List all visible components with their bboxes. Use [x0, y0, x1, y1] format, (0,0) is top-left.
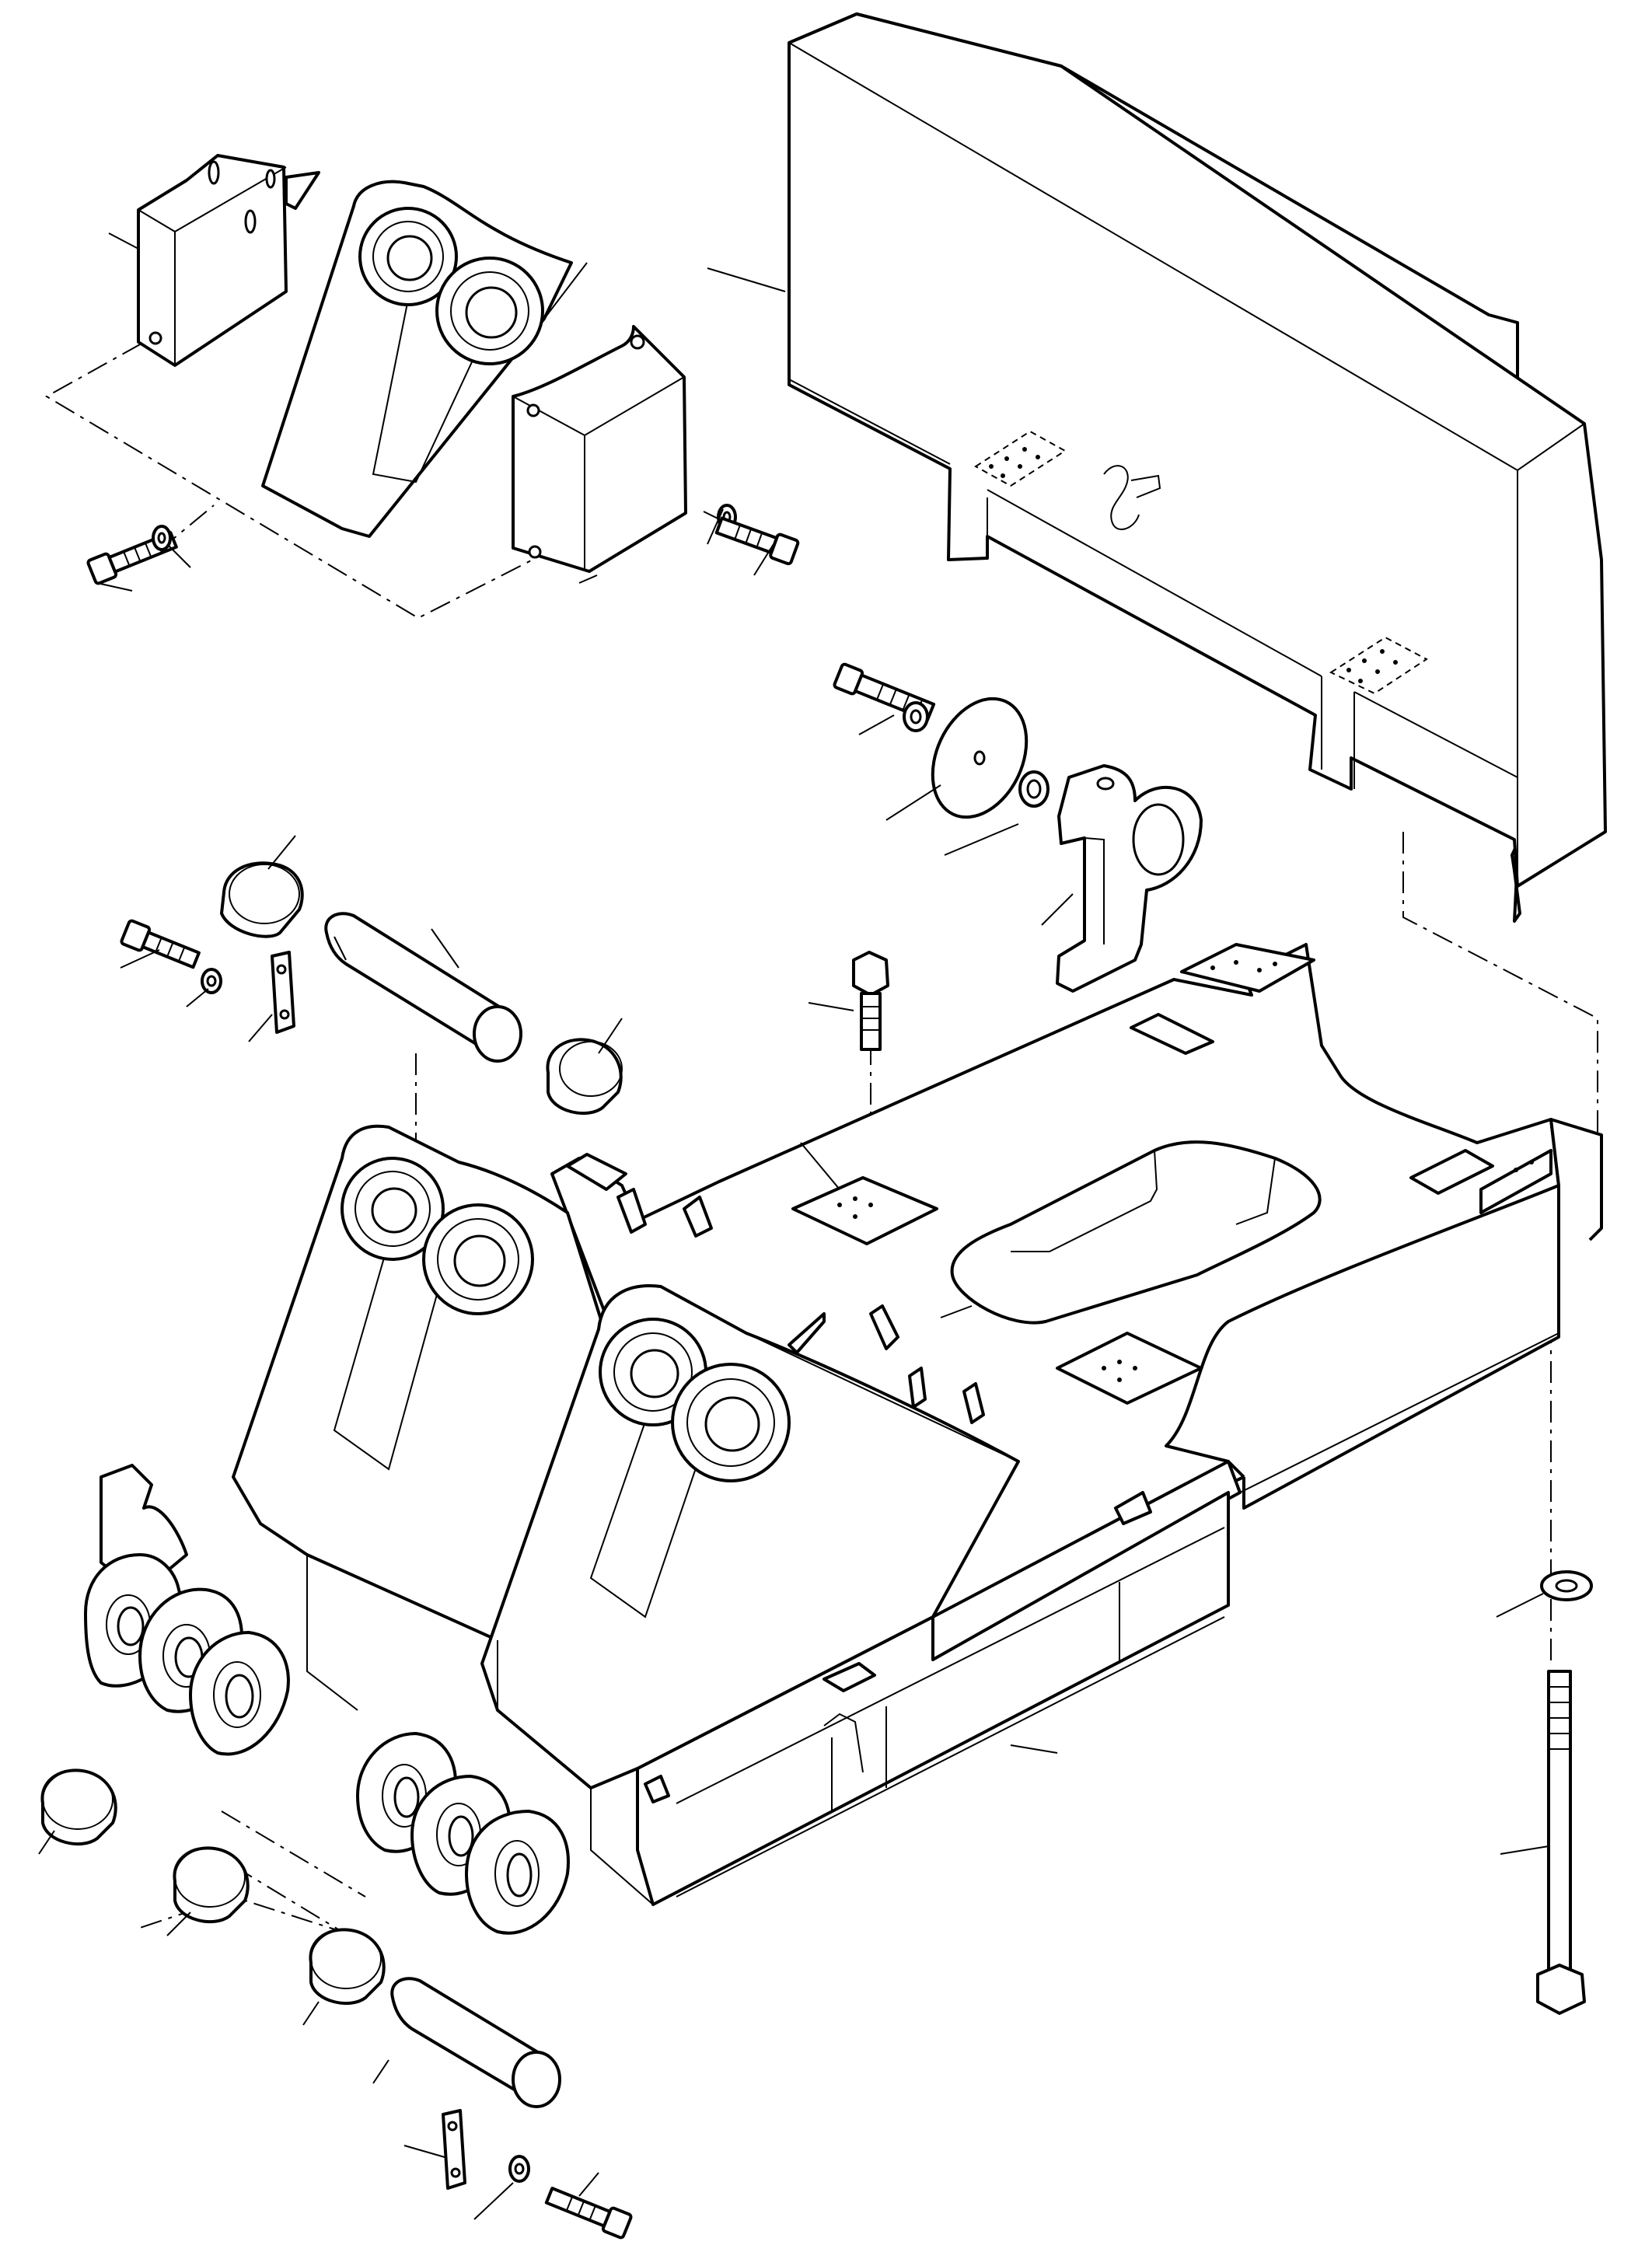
main-frame [84, 943, 1603, 1935]
manufacturer-logo [1103, 465, 1161, 530]
bushing [173, 1846, 250, 1924]
bolt [714, 516, 800, 566]
washer [201, 968, 222, 994]
pin [324, 912, 522, 1063]
lock-plate [442, 2109, 466, 2190]
lifting-eye [1056, 764, 1203, 993]
pad-bolt-holes [837, 960, 1534, 1382]
upper-boom-clevis [261, 180, 588, 538]
washer [1018, 770, 1050, 808]
bushing [309, 1928, 386, 2006]
bushing [546, 1038, 623, 1116]
bushing [40, 1768, 117, 1846]
bolt [852, 951, 889, 1051]
lock-plate [271, 951, 295, 1034]
washer [903, 701, 929, 732]
washer [1540, 1570, 1593, 1601]
washer [508, 2155, 530, 2183]
cab-mount-bracket-right [512, 325, 687, 573]
tie-rod [1536, 1670, 1586, 2015]
leader-lines [38, 232, 1549, 2220]
counterweight [788, 12, 1607, 923]
spacer-plate [931, 697, 1029, 819]
washer [152, 525, 172, 551]
bolt [120, 919, 201, 969]
counterweight-holes [989, 447, 1398, 683]
bolt [544, 2187, 633, 2240]
bushing [220, 861, 304, 938]
cab-mount-bracket-left [137, 154, 320, 367]
pin [390, 1977, 561, 2108]
